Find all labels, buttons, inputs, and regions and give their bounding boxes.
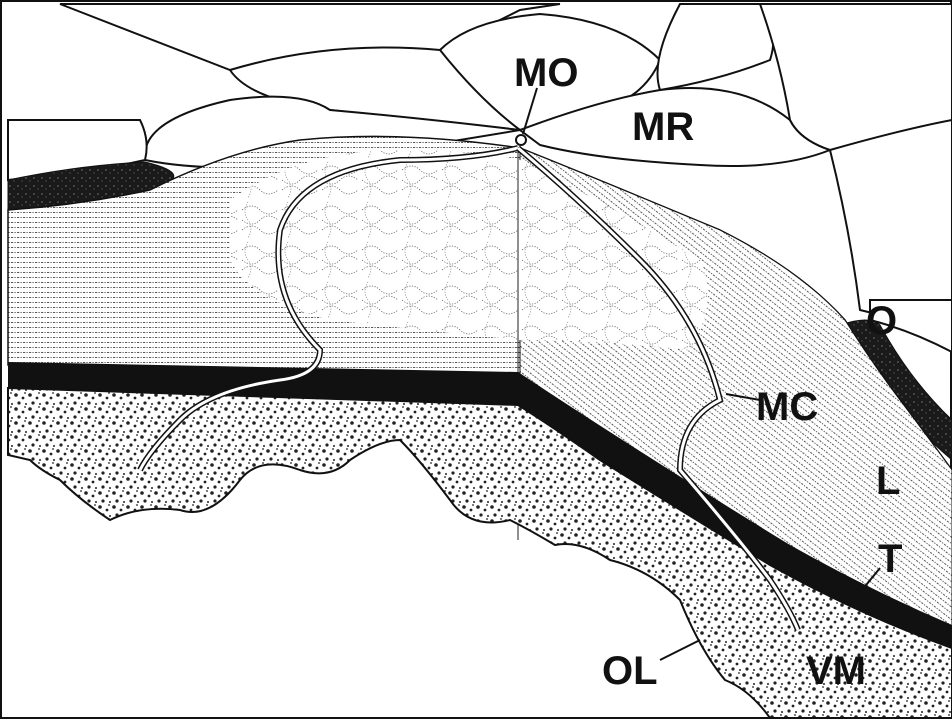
label-vm: VM	[806, 649, 866, 693]
label-t: T	[878, 537, 902, 581]
mo-orifice	[516, 135, 526, 145]
label-mo: MO	[514, 51, 578, 95]
label-ol: OL	[602, 649, 658, 693]
label-mc: MC	[756, 385, 818, 429]
label-l: L	[876, 459, 900, 503]
label-o: O	[866, 299, 897, 343]
label-mr: MR	[632, 105, 694, 149]
